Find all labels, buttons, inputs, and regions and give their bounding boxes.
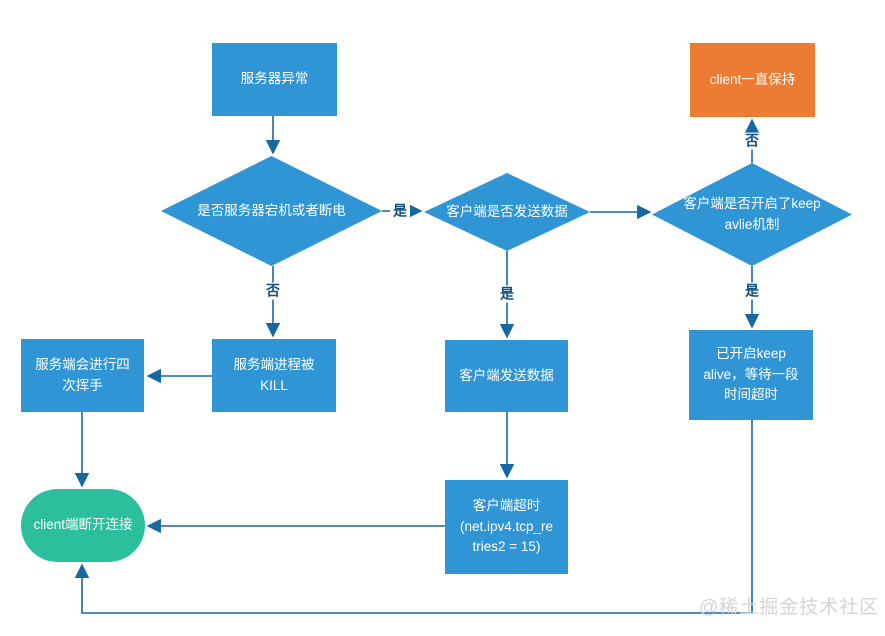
- decision-client-sends-data: 客户端是否发送数据: [424, 173, 590, 251]
- edge-wait-to-disconnect: [74, 420, 753, 614]
- node-client-sends-data: 客户端发送数据: [445, 340, 568, 412]
- edge-label-no-1: 否: [263, 282, 283, 300]
- node-client-keep-alive: client一直保持: [690, 43, 815, 117]
- node-server-error: 服务器异常: [212, 43, 337, 116]
- edge-label-yes-2: 是: [497, 285, 517, 303]
- edge-label-yes-1: 是: [390, 202, 410, 220]
- juejin-watermark: @稀土掘金技术社区: [699, 597, 880, 618]
- node-keepalive-wait-timeout: 已开启keep alive，等待一段 时间超时: [689, 330, 813, 420]
- node-server-process-killed: 服务端进程被 KILL: [212, 339, 336, 412]
- edge-label-yes-3: 是: [742, 282, 762, 300]
- decision-server-down-or-power-off: 是否服务器宕机或者断电: [161, 156, 382, 266]
- node-server-four-way-wave: 服务端会进行四 次挥手: [21, 339, 144, 412]
- edge-label-no-2: 否: [742, 132, 762, 150]
- node-client-disconnect: client端断开连接: [21, 489, 145, 562]
- decision-client-keepalive-enabled: 客户端是否开启了keep avlie机制: [652, 163, 852, 266]
- node-client-timeout-tcp-retries: 客户端超时 (net.ipv4.tcp_re tries2 = 15): [445, 480, 568, 574]
